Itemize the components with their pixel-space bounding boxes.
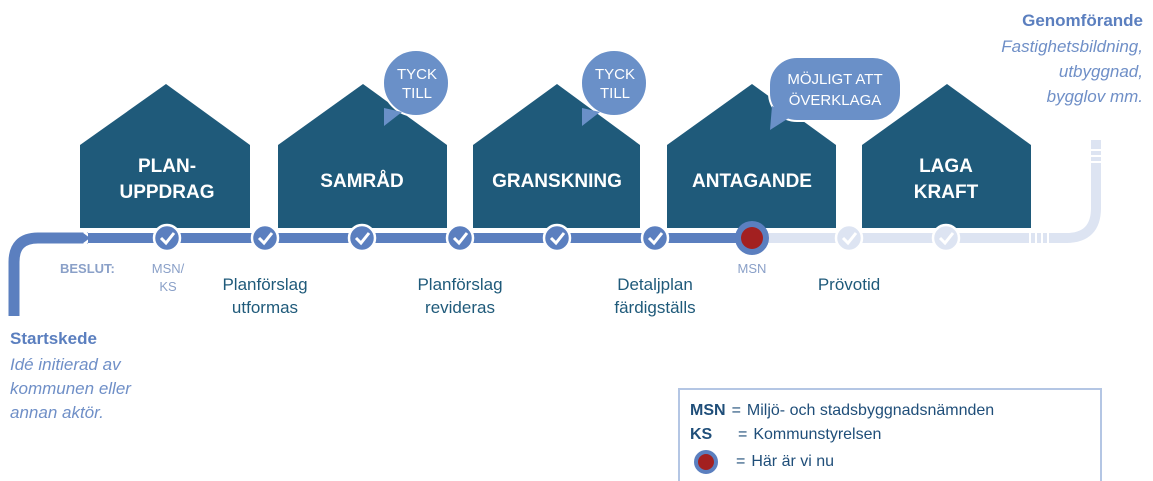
- checkpoint-done-2: [250, 223, 280, 253]
- timeline-end-dashes: [1029, 233, 1049, 243]
- legend-ks-eq: =: [738, 426, 748, 443]
- timeline-future-bar: [753, 233, 1068, 243]
- beslut-msn: MSN: [738, 261, 767, 276]
- check-icon: [938, 232, 955, 246]
- step-2-line1: Planförslag: [417, 275, 502, 294]
- checkpoint-current: [735, 221, 769, 255]
- checkpoint-done-6: [640, 223, 670, 253]
- timeline-end-curve: [1065, 140, 1101, 243]
- end-line-3: bygglov mm.: [1047, 87, 1143, 106]
- step-4-line1: Prövotid: [818, 275, 880, 294]
- step-2-line2: revideras: [425, 298, 495, 317]
- timeline-done-bar: [88, 233, 753, 243]
- check-icon: [159, 232, 176, 246]
- svg-text:TILL: TILL: [600, 85, 630, 102]
- svg-text:TYCK: TYCK: [595, 66, 635, 83]
- step-3-line1: Detaljplan: [617, 275, 693, 294]
- checkpoint-done-3: [347, 223, 377, 253]
- check-icon: [257, 232, 274, 246]
- step-1-line2: utformas: [232, 298, 298, 317]
- house-label-5b: KRAFT: [914, 182, 979, 203]
- check-icon: [841, 232, 858, 246]
- legend-dot-text: Här är vi nu: [751, 453, 835, 471]
- start-line-3: annan aktör.: [10, 403, 104, 422]
- legend-box: MSN=Miljö- och stadsbyggnadsnämnden KS=K…: [678, 388, 1102, 481]
- bubble-tyck-till-2: TYCK TILL: [580, 49, 648, 126]
- end-title: Genomförande: [1022, 11, 1143, 30]
- start-line-1: Idé initierad av: [10, 355, 122, 374]
- check-icon: [354, 232, 371, 246]
- house-label-1: PLAN-: [138, 156, 196, 177]
- house-label-3: GRANSKNING: [492, 171, 622, 192]
- house-planuppdrag: PLAN- UPPDRAG: [80, 84, 250, 228]
- bubble-tyck-till-1: TYCK TILL: [382, 49, 450, 126]
- house-label-5: LAGA: [919, 156, 973, 177]
- svg-text:ÖVERKLAGA: ÖVERKLAGA: [789, 91, 882, 109]
- checkpoint-done-1: [152, 223, 182, 253]
- house-label-4: ANTAGANDE: [692, 171, 812, 192]
- legend-dot-eq: =: [736, 453, 746, 471]
- check-icon: [452, 232, 469, 246]
- svg-text:TILL: TILL: [402, 85, 432, 102]
- legend-ks-key: KS: [690, 426, 713, 443]
- legend-msn-key: MSN: [690, 402, 726, 419]
- start-line-2: kommunen eller: [10, 379, 132, 398]
- checkpoint-done-5: [542, 223, 572, 253]
- legend-msn-text: Miljö- och stadsbyggnadsnämnden: [746, 402, 995, 419]
- current-position-icon: [694, 450, 718, 474]
- house-laga-kraft: LAGA KRAFT: [862, 84, 1031, 228]
- svg-text:TYCK: TYCK: [397, 66, 437, 83]
- house-granskning: GRANSKNING: [473, 84, 640, 228]
- start-title: Startskede: [10, 329, 97, 348]
- legend-row-dot: = Här är vi nu: [690, 450, 835, 474]
- end-line-1: Fastighetsbildning,: [1001, 37, 1143, 56]
- check-icon: [549, 232, 566, 246]
- legend-row-ks: KS = Kommunstyrelsen: [690, 424, 881, 446]
- legend-msn-eq: =: [731, 402, 741, 419]
- legend-ks-text: Kommunstyrelsen: [753, 426, 882, 443]
- beslut-label: BESLUT:: [60, 261, 115, 276]
- timeline-start-curve: [8, 232, 88, 316]
- check-icon: [647, 232, 664, 246]
- checkpoint-future-2: [931, 223, 961, 253]
- beslut-msn-ks-2: KS: [159, 279, 177, 294]
- checkpoint-done-4: [445, 223, 475, 253]
- house-samrad: SAMRÅD: [278, 84, 447, 228]
- legend-row-msn: MSN = Miljö- och stadsbyggnadsnämnden: [690, 400, 994, 422]
- checkpoint-future-1: [834, 223, 864, 253]
- bubble-overklaga: MÖJLIGT ATT ÖVERKLAGA: [768, 56, 902, 130]
- step-3-line2: färdigställs: [614, 298, 695, 317]
- timeline-end-dashes-vertical: [1091, 149, 1101, 163]
- beslut-msn-ks-1: MSN/: [152, 261, 185, 276]
- end-line-2: utbyggnad,: [1059, 62, 1143, 81]
- house-label-1b: UPPDRAG: [119, 182, 214, 203]
- house-label-2: SAMRÅD: [320, 171, 403, 192]
- svg-text:MÖJLIGT ATT: MÖJLIGT ATT: [787, 70, 882, 88]
- step-1-line1: Planförslag: [222, 275, 307, 294]
